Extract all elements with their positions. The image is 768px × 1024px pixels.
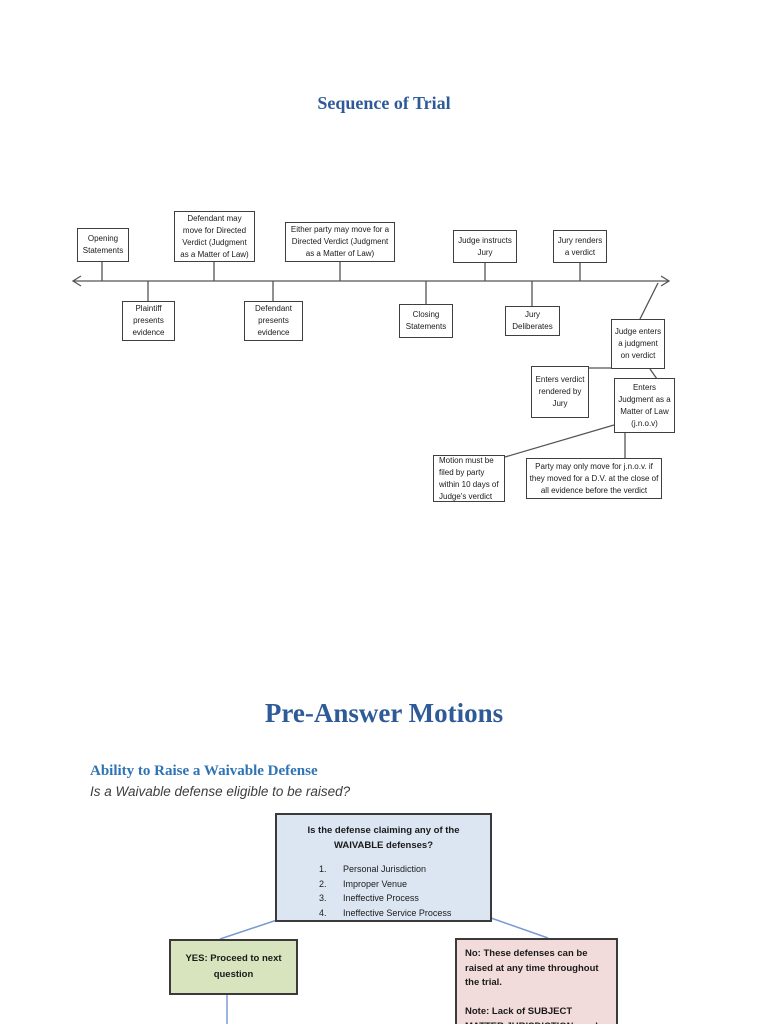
box-judge-instructs-jury: Judge instructs Jury — [453, 230, 517, 263]
box-opening-statements: Opening Statements — [77, 228, 129, 262]
box-motion-filing-deadline: Motion must be filed by party within 10 … — [433, 455, 505, 502]
timeline-connectors-above — [101, 261, 581, 281]
waivable-defenses-list: Personal Jurisdiction Improper Venue Ine… — [277, 862, 490, 920]
waivable-defense-question: Is a Waivable defense eligible to be rai… — [90, 784, 351, 799]
list-item: Ineffective Process — [329, 891, 490, 905]
box-defendant-may-move-directed-verdict: Defendant may move for Directed Verdict … — [174, 211, 255, 262]
no-outcome-line: No: These defenses can be raised at any … — [465, 948, 599, 989]
sequence-of-trial-title: Sequence of Trial — [317, 93, 451, 113]
box-judge-enters-judgment: Judge enters a judgment on verdict — [611, 319, 665, 369]
list-item: Personal Jurisdiction — [329, 862, 490, 876]
box-either-party-directed-verdict: Either party may move for a Directed Ver… — [285, 222, 395, 262]
list-item: Improper Venue — [329, 877, 490, 891]
box-enters-judgment-jnov: Enters Judgment as a Matter of Law (j.n.… — [614, 378, 675, 433]
timeline-left-arrowhead — [71, 275, 82, 287]
waivable-defenses-question-box: Is the defense claiming any of the WAIVA… — [275, 813, 492, 922]
box-jury-renders-verdict: Jury renders a verdict — [553, 230, 607, 263]
box-closing-statements: Closing Statements — [399, 304, 453, 338]
box-party-jnov-condition: Party may only move for j.n.o.v. if they… — [526, 458, 662, 499]
box-enters-verdict-rendered-by-jury: Enters verdict rendered by Jury — [531, 366, 589, 418]
ability-to-raise-waivable-defense-heading: Ability to Raise a Waivable Defense — [90, 763, 318, 779]
yes-outcome-box: YES: Proceed to next question — [169, 939, 298, 995]
pre-answer-motions-title: Pre-Answer Motions — [264, 698, 504, 728]
timeline-connectors-below — [147, 281, 533, 306]
question-box-title: Is the defense claiming any of the WAIVA… — [307, 825, 460, 851]
box-plaintiff-presents-evidence: Plaintiff presents evidence — [122, 301, 175, 341]
list-item: Ineffective Service Process — [329, 906, 490, 920]
timeline-arrow — [71, 275, 671, 287]
no-outcome-box: No: These defenses can be raised at any … — [455, 938, 618, 1024]
box-jury-deliberates: Jury Deliberates — [505, 306, 560, 336]
no-outcome-note: Note: Lack of SUBJECT MATTER JURISDICTIO… — [465, 1006, 606, 1024]
timeline-right-arrowhead — [660, 275, 671, 287]
box-defendant-presents-evidence: Defendant presents evidence — [244, 301, 303, 341]
